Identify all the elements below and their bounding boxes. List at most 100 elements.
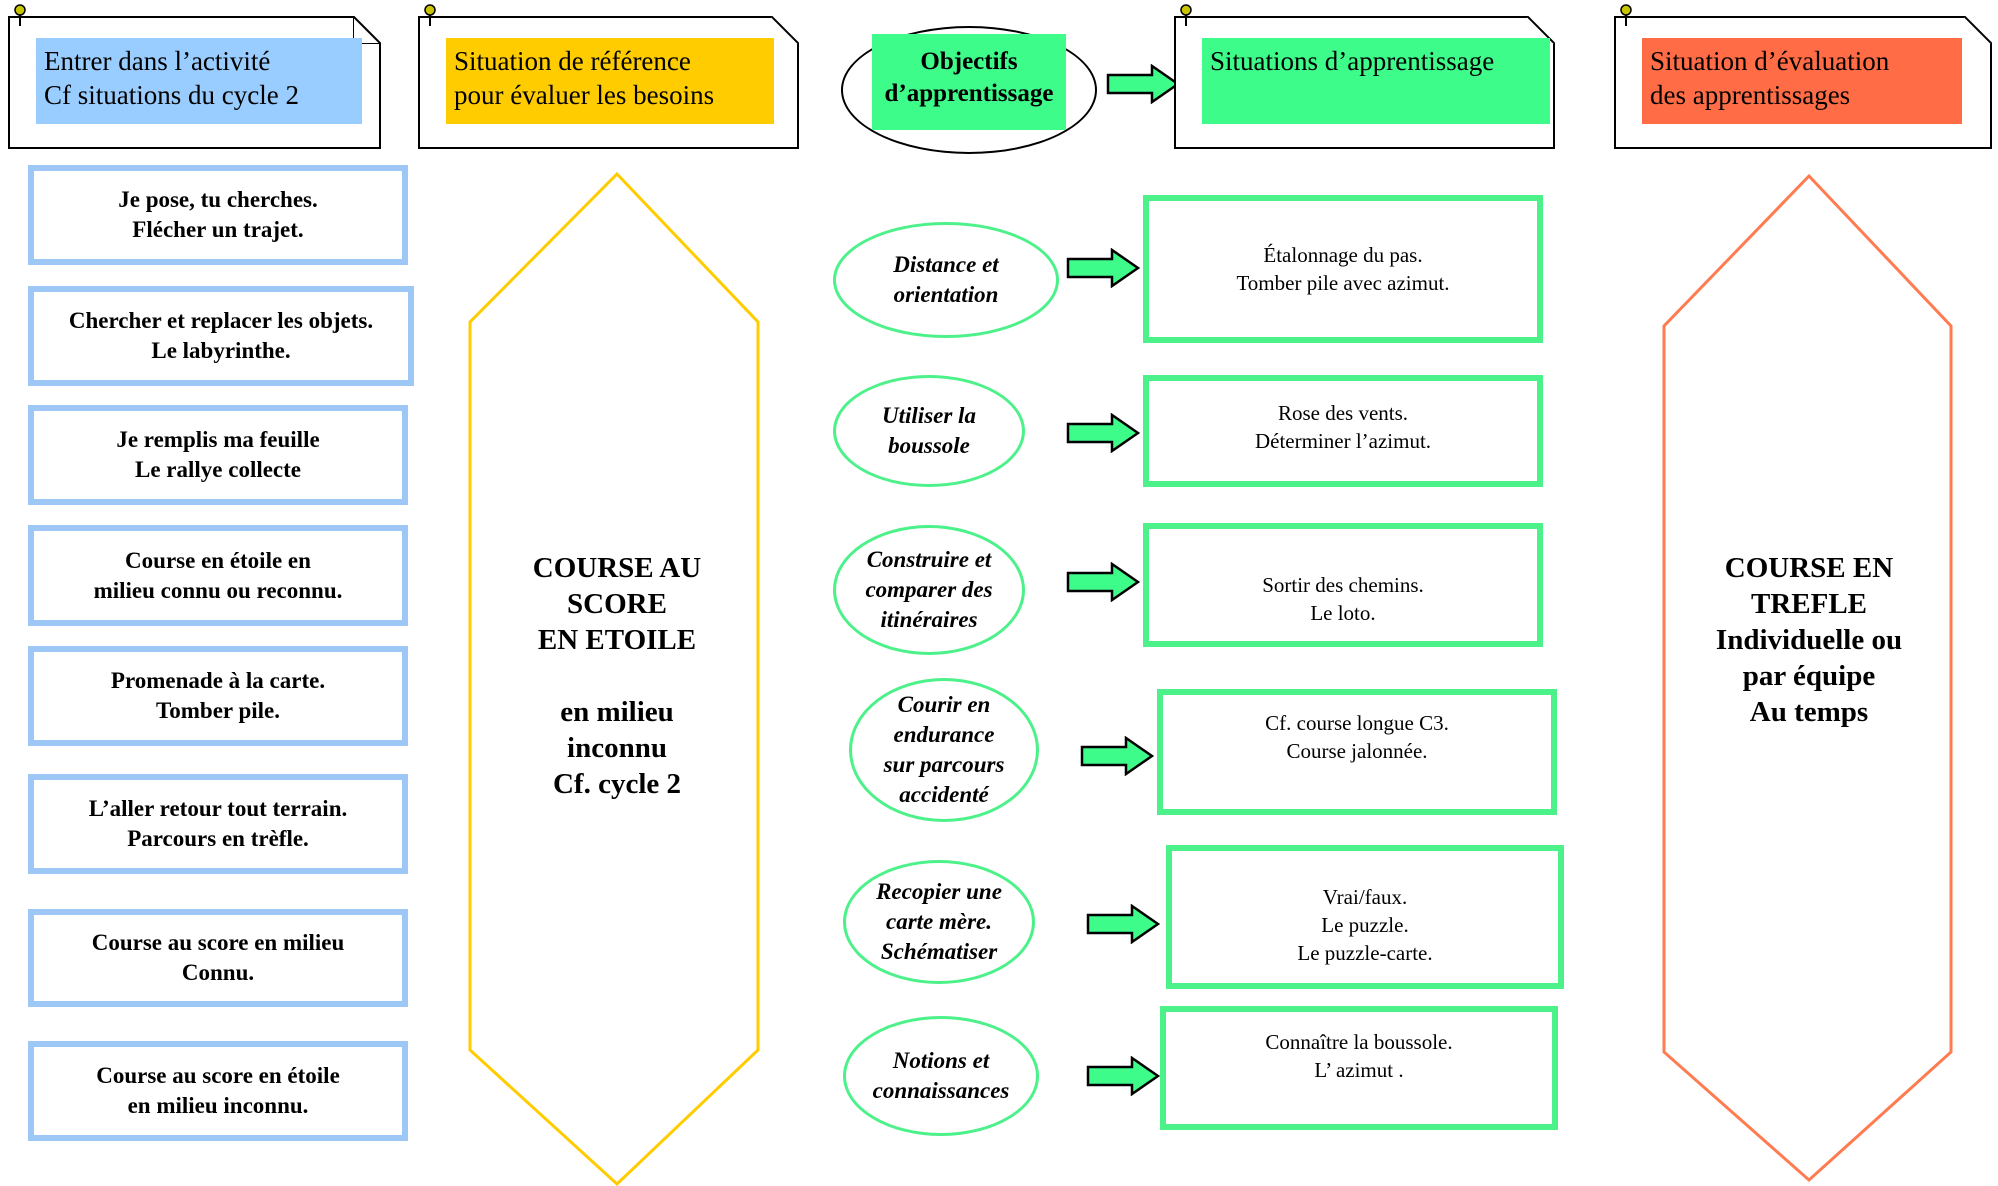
left-item-line1: Chercher et replacer les objets. [68,308,374,333]
folded-corner-icon [1527,16,1555,44]
situation-box: Rose des vents. Déterminer l’azimut. [1143,375,1543,487]
header-card-line2: pour évaluer les besoins [454,80,715,110]
folded-corner-icon [1964,16,1992,44]
objective-line: Courir en [897,692,991,717]
objective-line: itinéraires [880,607,978,632]
reference-line5: inconnu [567,732,667,764]
situation-box: Vrai/faux. Le puzzle. Le puzzle-carte. [1166,845,1564,989]
arrow-right-icon [1106,64,1180,104]
evaluation-label: COURSE EN TREFLE Individuelle ou par équ… [1668,550,1950,730]
objective-ellipse: Courir en endurance sur parcours acciden… [849,678,1039,822]
situation-line: Étalonnage du pas. [1263,243,1423,267]
situation-box: Connaître la boussole. L’ azimut . [1160,1006,1558,1130]
left-item: Je pose, tu cherches. Flécher un trajet. [28,165,408,265]
objective-ellipse: Construire et comparer des itinéraires [833,525,1025,655]
objective-line: Construire et [866,547,992,572]
evaluation-line5: Au temps [1749,696,1869,728]
left-item-line1: Course en étoile en [125,547,311,573]
folded-corner-icon [353,16,381,44]
arrow-right-icon [1066,413,1140,453]
evaluation-line4: par équipe [1742,660,1876,692]
header-card-line1: Situation de référence [454,46,691,76]
left-item-line2: Flécher un trajet. [132,217,304,242]
objectives-label: Objectifs d’apprentissage [872,34,1066,130]
header-card-line2: Cf situations du cycle 2 [44,80,299,110]
objective-line: Schématiser [880,939,998,964]
situation-line: Sortir des chemins. [1262,573,1424,597]
header-card-evaluation: Situation d’évaluation des apprentissage… [1614,4,1992,149]
objective-line: sur parcours [883,752,1005,777]
objective-line: Recopier une [876,879,1002,904]
left-item: Course en étoile en milieu connu ou reco… [28,525,408,626]
header-card-fill: Situation d’évaluation des apprentissage… [1642,38,1962,124]
left-item: Course au score en étoile en milieu inco… [28,1041,408,1141]
objective-line: Distance et [893,252,999,277]
situation-line: Tomber pile avec azimut. [1236,271,1450,295]
reference-line6: Cf. cycle 2 [552,768,682,800]
header-card-reference: Situation de référence pour évaluer les … [418,4,799,149]
situation-line: Cf. course longue C3. [1265,711,1449,735]
left-item: L’aller retour tout terrain. Parcours en… [28,774,408,874]
reference-line3: EN ETOILE [537,624,697,656]
header-card-enter-activity: Entrer dans l’activité Cf situations du … [8,4,381,149]
situation-line: Connaître la boussole. [1265,1030,1453,1054]
objective-line: connaissances [872,1078,1010,1103]
objective-line: comparer des [865,577,993,602]
arrow-right-icon [1066,562,1140,602]
left-item-line1: Course au score en milieu [91,930,345,955]
objective-line: Utiliser la [882,403,976,428]
left-item: Course au score en milieu Connu. [28,909,408,1007]
reference-line4: en milieu [560,696,674,728]
objectives-line1: Objectifs [920,48,1018,75]
left-item-line1: Promenade à la carte. [110,668,326,693]
folded-corner-icon [771,16,799,44]
arrow-right-icon [1080,736,1154,776]
left-item-line2: Tomber pile. [156,698,280,723]
left-item-line2: en milieu inconnu. [127,1093,309,1118]
left-item-line2: Parcours en trèfle. [127,826,309,851]
arrow-right-icon [1086,1056,1160,1096]
left-item-line2: Le labyrinthe. [151,338,291,363]
arrow-right-icon [1086,904,1160,944]
reference-label: COURSE AU SCORE EN ETOILE en milieu inco… [483,550,751,802]
situation-line: Course jalonnée. [1286,739,1428,763]
situation-line: Le puzzle. [1321,913,1409,937]
situation-line: Le loto. [1310,601,1376,625]
situation-box: Sortir des chemins. Le loto. [1143,523,1543,647]
header-card-fill: Situations d’apprentissage [1202,38,1550,124]
header-card-learning-situations: Situations d’apprentissage [1174,4,1555,149]
pin-icon [424,4,436,27]
situation-line: Rose des vents. [1277,401,1409,425]
situation-line: Déterminer l’azimut. [1254,429,1432,453]
header-card-line1: Entrer dans l’activité [44,46,271,76]
left-item-line1: Course au score en étoile [96,1063,340,1088]
left-item-line1: Je pose, tu cherches. [118,187,318,212]
left-item-line1: L’aller retour tout terrain. [88,796,348,821]
objective-ellipse: Utiliser la boussole [833,375,1025,487]
objective-line: orientation [893,282,999,307]
objective-line: Notions et [892,1048,990,1073]
left-item-line2: Le rallye collecte [134,457,302,482]
objective-ellipse: Notions et connaissances [843,1016,1039,1136]
pin-icon [1180,4,1192,27]
left-item: Promenade à la carte. Tomber pile. [28,646,408,746]
left-item-line2: Connu. [181,960,255,985]
pin-icon [1620,4,1632,27]
reference-line1: COURSE AU [532,552,702,584]
evaluation-line1: COURSE EN [1724,552,1894,584]
left-item-line2: milieu connu ou reconnu. [93,577,343,603]
situation-line: Vrai/faux. [1322,885,1408,909]
pin-icon [14,4,26,27]
evaluation-line2: TREFLE [1750,588,1868,620]
header-card-fill: Situation de référence pour évaluer les … [446,38,774,124]
objective-line: endurance [893,722,995,747]
header-card-line1: Situation d’évaluation [1650,46,1890,76]
objectives-line2: d’apprentissage [884,80,1054,107]
left-item-line1: Je remplis ma feuille [116,427,320,452]
situation-line: L’ azimut . [1314,1058,1404,1082]
evaluation-line3: Individuelle ou [1715,624,1903,656]
situation-box: Cf. course longue C3. Course jalonnée. [1157,689,1557,815]
header-card-line1: Situations d’apprentissage [1210,46,1495,76]
reference-line2: SCORE [567,588,667,620]
header-card-fill: Entrer dans l’activité Cf situations du … [36,38,362,124]
